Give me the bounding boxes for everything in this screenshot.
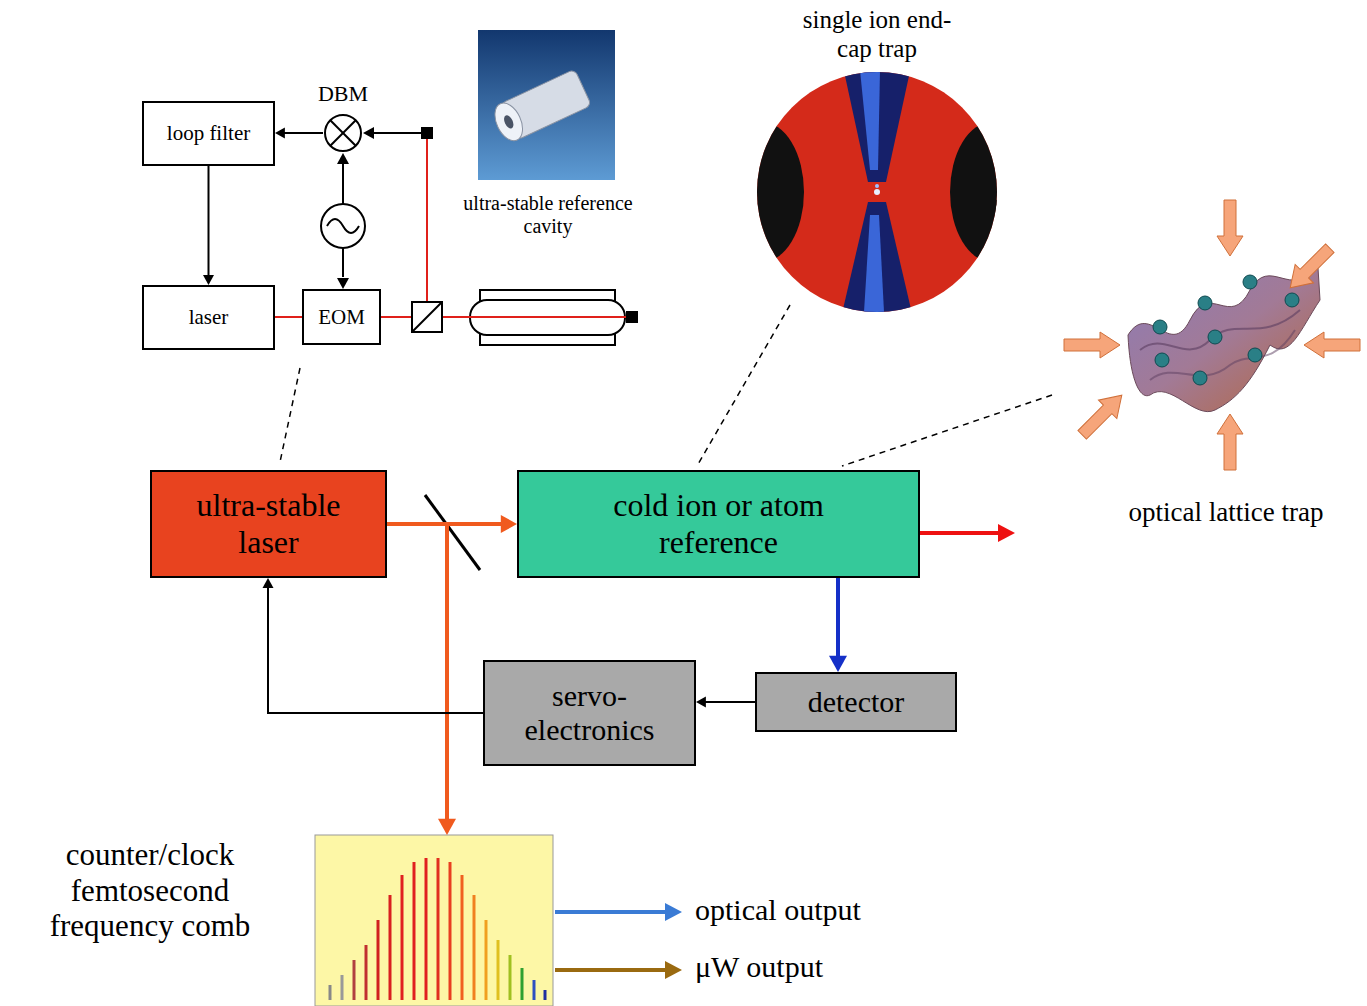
beam-splitter bbox=[412, 302, 442, 332]
output-arrow bbox=[555, 910, 665, 914]
arrow-head bbox=[337, 278, 349, 289]
process-box: EOM bbox=[302, 289, 381, 345]
output-label: μW output bbox=[695, 950, 955, 985]
connector-line bbox=[387, 524, 447, 820]
servo-box: servo- electronics bbox=[483, 660, 696, 766]
laser-beam bbox=[442, 316, 626, 318]
symbol-label: DBM bbox=[283, 81, 403, 106]
connector bbox=[275, 128, 323, 139]
optical-lattice bbox=[1064, 200, 1360, 470]
arrow-head bbox=[203, 275, 214, 285]
box-label: EOM bbox=[318, 305, 365, 329]
pdh-wiring bbox=[321, 133, 421, 277]
connector bbox=[829, 578, 847, 672]
laser-beam bbox=[426, 139, 428, 302]
mixer-outline bbox=[323, 113, 363, 153]
laser-beam bbox=[381, 316, 412, 318]
box-label: servo- electronics bbox=[493, 679, 686, 748]
connector-line bbox=[836, 578, 840, 657]
comb-box: counter/clock femtosecond frequency comb bbox=[315, 835, 553, 1006]
reference-box: cold ion or atom reference bbox=[517, 470, 920, 578]
part-label: ultra-stable reference cavity bbox=[458, 192, 638, 238]
box-label: detector bbox=[808, 685, 905, 720]
connector-line bbox=[268, 587, 483, 713]
connector bbox=[696, 697, 755, 708]
beam-splitter bbox=[412, 302, 442, 332]
process-box: loop filter bbox=[142, 101, 275, 166]
arrow-head bbox=[501, 515, 517, 533]
photo-caption: optical lattice trap bbox=[1090, 497, 1362, 528]
photo-caption: single ion end-cap trap bbox=[792, 6, 962, 64]
laser-box: ultra-stable laser bbox=[150, 470, 387, 578]
ion-trap-photo bbox=[720, 60, 1034, 322]
process-box: laser bbox=[142, 285, 275, 350]
arrow-head bbox=[665, 903, 682, 921]
box-label: laser bbox=[189, 305, 229, 329]
connector-line bbox=[705, 701, 755, 703]
frequency-comb bbox=[315, 835, 553, 1006]
connector bbox=[263, 578, 484, 713]
connector-line bbox=[284, 132, 323, 134]
connector-line bbox=[275, 316, 302, 318]
arrow-head bbox=[665, 961, 682, 979]
output-arrow bbox=[555, 968, 665, 972]
comb-heading: counter/clock femtosecond frequency comb bbox=[25, 837, 275, 944]
leader-line bbox=[280, 305, 1052, 466]
mixer-symbol: DBM bbox=[323, 113, 363, 153]
arrow-head bbox=[998, 524, 1015, 542]
connector bbox=[387, 524, 456, 835]
cavity-photo bbox=[478, 30, 615, 180]
beam-dump bbox=[626, 311, 638, 323]
arrow-head bbox=[275, 128, 285, 139]
box-label: loop filter bbox=[167, 121, 250, 145]
photodetector bbox=[421, 127, 433, 139]
box-label: cold ion or atom reference bbox=[574, 487, 863, 561]
detector-box: detector bbox=[755, 672, 957, 732]
arrow-head bbox=[696, 697, 706, 708]
arrow-head bbox=[263, 578, 274, 588]
output-arrow bbox=[920, 531, 998, 535]
connector-line bbox=[208, 166, 210, 276]
arrow-head bbox=[438, 819, 456, 835]
output-label: optical output bbox=[695, 893, 955, 928]
box-label: ultra-stable laser bbox=[170, 487, 367, 561]
arrow-head bbox=[337, 153, 349, 164]
pick-off-mirror bbox=[425, 495, 480, 570]
arrow-head bbox=[829, 656, 847, 672]
connector bbox=[203, 166, 214, 285]
arrow-head bbox=[363, 127, 374, 139]
connector bbox=[275, 317, 302, 318]
